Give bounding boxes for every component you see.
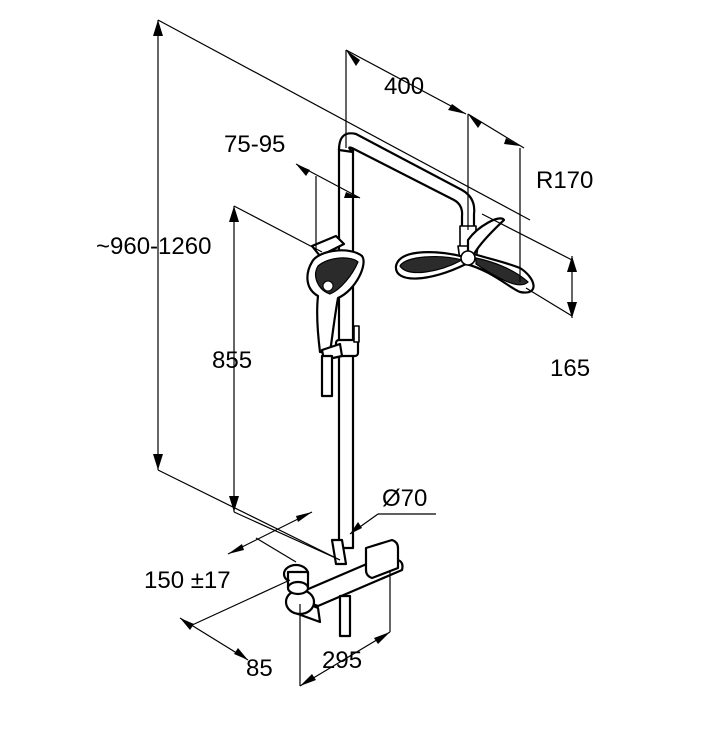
hand-shower	[306, 249, 365, 354]
label-mixer-width: 295	[322, 647, 362, 674]
dimension-lines	[153, 19, 577, 687]
label-head-height: 165	[550, 355, 590, 382]
shower-system	[282, 132, 535, 638]
label-rod-height: 855	[212, 347, 252, 374]
shower-hose	[320, 354, 334, 398]
label-height-range: ~960-1260	[96, 233, 211, 260]
overhead-arm	[337, 132, 476, 230]
label-wall-offset: 85	[246, 655, 273, 682]
label-rail-reach: 400	[384, 73, 424, 100]
thermostatic-mixer	[282, 538, 404, 638]
label-inlet-centers: 150 ±17	[144, 567, 231, 594]
label-head-radius: R170	[536, 167, 593, 194]
rain-shower-head	[394, 217, 535, 294]
label-rail-diameter: Ø70	[382, 485, 427, 512]
label-holder-adjust: 75-95	[224, 131, 285, 158]
